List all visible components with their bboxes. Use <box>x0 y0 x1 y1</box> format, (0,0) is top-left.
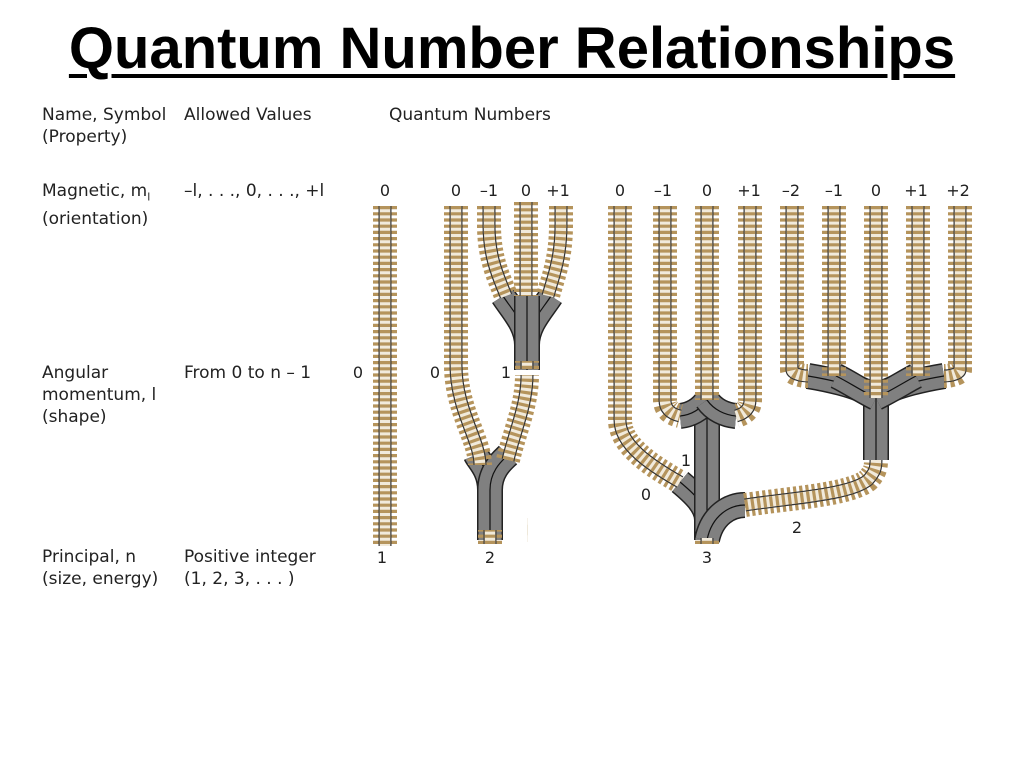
row-principal-name: Principal, n (size, energy) <box>42 546 158 590</box>
row-principal-name-line2: (size, energy) <box>42 569 159 589</box>
l-label-n2-0: 0 <box>430 363 440 382</box>
ml-label-n2-l1-pos1: +1 <box>546 181 570 200</box>
ml-label-n2-l1-0: 0 <box>521 181 531 200</box>
track-junctions <box>463 288 947 544</box>
row-principal-allowed-line2: (1, 2, 3, . . . ) <box>184 569 295 589</box>
l-label-n2-1: 1 <box>501 363 511 382</box>
ml-label-n2-l1-neg1: –1 <box>480 181 498 200</box>
row-principal-allowed: Positive integer (1, 2, 3, . . . ) <box>184 546 316 590</box>
row-principal-allowed-line1: Positive integer <box>184 547 316 567</box>
header-name-symbol: Name, Symbol (Property) <box>42 104 166 148</box>
junction-n3-l1-right <box>696 391 738 429</box>
ml-label-n1-l0-0: 0 <box>380 181 390 200</box>
junction-n2-l1 <box>477 445 518 540</box>
ml-label-n2-l0-0: 0 <box>451 181 461 200</box>
l-label-n3-2: 2 <box>792 518 802 537</box>
header-name-symbol-line2: (Property) <box>42 127 128 147</box>
header-quantum-numbers: Quantum Numbers <box>389 105 551 125</box>
n-label-3: 3 <box>702 548 712 567</box>
track-n2-l0-ml0 <box>444 206 492 466</box>
row-principal-name-line1: Principal, n <box>42 547 137 567</box>
header-name-symbol-line1: Name, Symbol <box>42 105 167 125</box>
row-angular-name-line1: Angular <box>42 363 109 383</box>
track-n3-l1-mlpos1 <box>732 206 762 428</box>
page-title: Quantum Number Relationships <box>68 16 956 81</box>
header-allowed-values: Allowed Values <box>184 105 312 125</box>
track-n3-l2-mlpos2 <box>943 206 972 388</box>
row-magnetic-name-line2: (orientation) <box>42 209 149 230</box>
track-lines <box>373 202 972 546</box>
row-angular-name: Angular momentum, l (shape) <box>42 362 156 428</box>
track-n2-l1-mlpos1 <box>536 206 573 300</box>
ml-label-n3-l1-neg1: –1 <box>654 181 672 200</box>
ml-label-n3-l2-pos2: +2 <box>946 181 970 200</box>
track-n3-l2-mlneg2 <box>780 206 809 388</box>
track-n3-l2-stem <box>743 459 888 517</box>
ml-label-n3-l1-0: 0 <box>702 181 712 200</box>
l-label-n3-1: 1 <box>681 451 691 470</box>
n-label-2: 2 <box>485 548 495 567</box>
ml-label-n3-l0-0: 0 <box>615 181 625 200</box>
row-magnetic-allowed: –l, . . ., 0, . . ., +l <box>184 181 325 201</box>
magnetic-label-text: Magnetic, m <box>42 181 148 201</box>
ml-label-n3-l2-neg2: –2 <box>782 181 800 200</box>
row-angular-name-line3: (shape) <box>42 407 107 427</box>
track-n2-l1-mlneg1 <box>477 206 518 301</box>
row-magnetic-name: Magnetic, ml (orientation) <box>42 180 150 230</box>
track-n3-l0-ml0 <box>608 206 686 493</box>
ml-label-n3-l2-0: 0 <box>871 181 881 200</box>
row-magnetic-name-line1: Magnetic, ml <box>42 180 150 208</box>
quantum-number-labels: 0 0 1 0 –1 0 +1 0 1 2 0 –1 0 +1 –2 –1 0 +1 +2 0 1 2 3 <box>353 181 970 567</box>
row-angular-allowed: From 0 to n – 1 <box>184 363 312 383</box>
l-label-n1-0: 0 <box>353 363 363 382</box>
ml-label-n3-l1-pos1: +1 <box>737 181 761 200</box>
l-label-n3-0: 0 <box>641 485 651 504</box>
junction-n3-l2-base <box>694 492 747 544</box>
track-n2-l1-stem <box>496 361 539 463</box>
row-angular-name-line2: momentum, l <box>42 385 157 405</box>
n-label-1: 1 <box>377 548 387 567</box>
ml-label-n3-l2-pos1: +1 <box>904 181 928 200</box>
track-n3-l1-mlneg1 <box>653 206 684 428</box>
magnetic-subscript: l <box>147 190 151 204</box>
ml-label-n3-l2-neg1: –1 <box>825 181 843 200</box>
